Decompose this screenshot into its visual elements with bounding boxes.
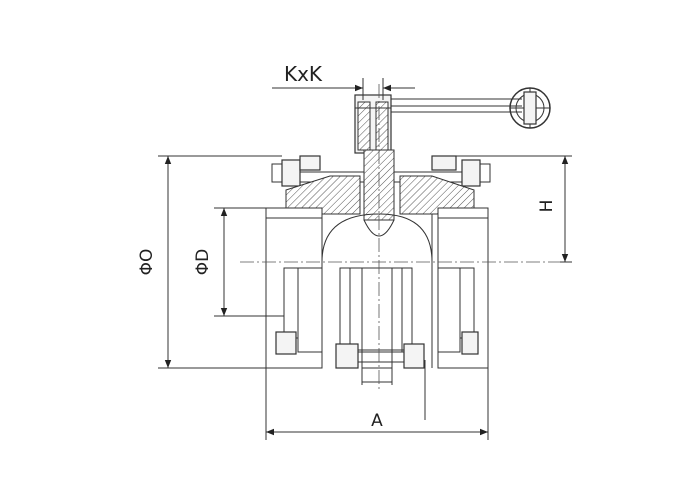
- dimension-phi-d: ΦD: [193, 207, 284, 317]
- dimension-h: H: [456, 155, 572, 263]
- dimension-label-phi-o: ΦO: [137, 249, 157, 276]
- dimension-label-a: A: [371, 411, 383, 431]
- valve-lower-body: [275, 267, 479, 420]
- dimension-phi-o: ΦO: [137, 155, 282, 369]
- dimension-label-phi-d: ΦD: [193, 249, 213, 275]
- dimension-a: A: [265, 368, 489, 440]
- center-lines: [240, 84, 560, 392]
- dimension-kxk: KxK: [272, 62, 415, 100]
- dimension-label-h: H: [537, 200, 557, 213]
- dimension-label-kxk: KxK: [284, 62, 323, 86]
- handle-assembly: [354, 87, 551, 154]
